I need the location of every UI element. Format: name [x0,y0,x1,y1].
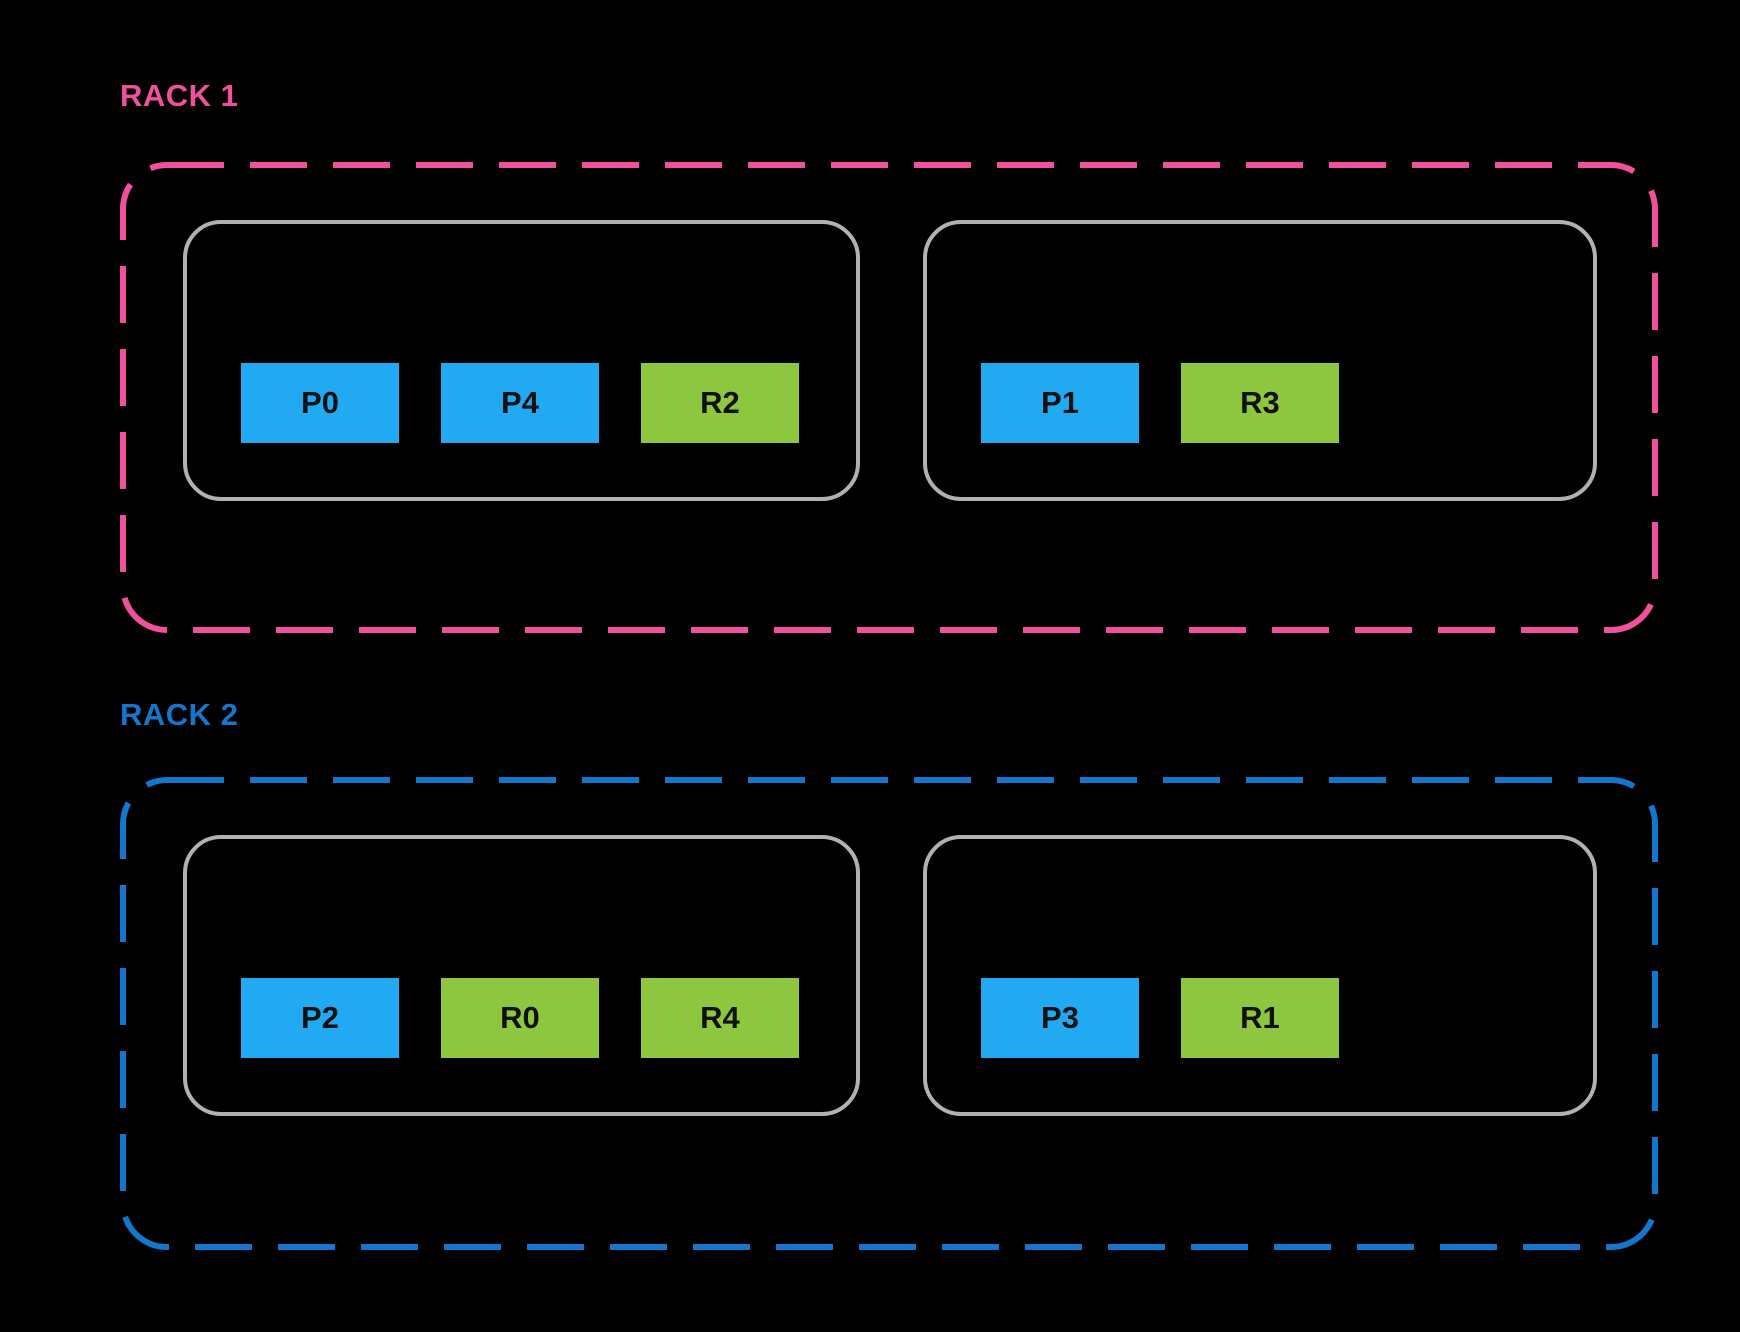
replica-block-r0: R0 [441,978,599,1058]
partition-block-p1: P1 [981,363,1139,443]
replica-block-r3: R3 [1181,363,1339,443]
replica-block-r1: R1 [1181,978,1339,1058]
partition-block-p4: P4 [441,363,599,443]
replica-block-r2: R2 [641,363,799,443]
rack-2-node-1: P2 R0 R4 [183,835,860,1116]
partition-block-p0: P0 [241,363,399,443]
rack-2-container: P2 R0 R4 P3 R1 [120,777,1658,1250]
rack-1-node-2: P1 R3 [923,220,1597,501]
rack-1-label: RACK 1 [120,78,239,113]
rack-1-node-1: P0 P4 R2 [183,220,860,501]
partition-block-p2: P2 [241,978,399,1058]
rack-2-label: RACK 2 [120,697,239,732]
rack-2-node-2: P3 R1 [923,835,1597,1116]
rack-2-dashed-border [120,777,1658,1250]
partition-block-p3: P3 [981,978,1139,1058]
rack-1-container: P0 P4 R2 P1 R3 [120,162,1658,633]
replica-block-r4: R4 [641,978,799,1058]
rack-1-dashed-border [120,162,1658,633]
